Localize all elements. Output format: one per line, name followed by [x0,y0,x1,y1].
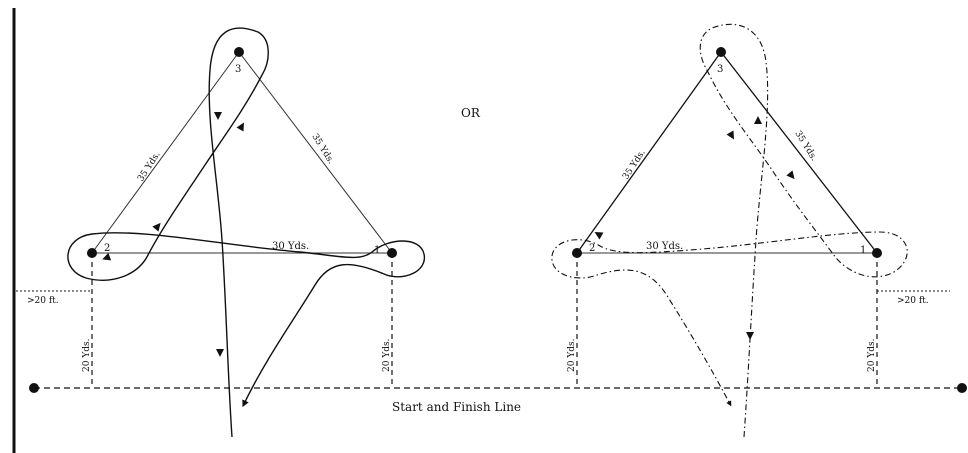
left-barrel-2 [87,248,97,258]
left-distance-2-3: 35 Yds. [136,150,163,184]
right-distance-1-3: 35 Yds. [792,129,818,163]
right-barrel-1 [872,248,882,258]
or-label: OR [461,106,481,120]
right-direction-arrow-1 [726,130,734,140]
right-pattern: 3 2 1 35 Yds. 35 Yds. 30 Yds. >20 ft. 20… [551,23,950,438]
left-barrel-2-label: 2 [104,243,110,254]
left-line-1-to-3 [238,51,393,254]
left-barrel-3-label: 3 [235,64,241,75]
left-distance-2-1: 30 Yds. [272,241,309,252]
left-barrel-3 [234,47,244,57]
right-distance-2-3: 35 Yds. [621,148,648,182]
right-rider-path [551,23,908,438]
left-distance-1-line: 20 Yds. [382,338,392,372]
start-marker-left [29,383,39,393]
left-pattern: 3 2 1 35 Yds. 35 Yds. 30 Yds. >20 ft. 20… [16,27,425,438]
right-distance-1-line: 20 Yds. [867,338,877,372]
start-finish-label: Start and Finish Line [392,400,521,414]
right-direction-arrow-3 [786,170,795,180]
left-direction-arrow-4 [102,252,112,261]
right-direction-arrow-2 [754,116,762,124]
right-direction-arrow-5 [746,332,754,340]
left-direction-arrow-2 [236,122,244,132]
right-barrel-2 [572,248,582,258]
right-barrel-1-label: 1 [860,245,866,256]
right-barrel-3-label: 3 [717,64,723,75]
left-line-2-to-3 [91,51,240,254]
right-barrel-2-label: 2 [589,243,595,254]
start-marker-right [957,383,967,393]
left-direction-arrow-1 [214,112,222,120]
right-distance-2-1: 30 Yds. [646,241,683,252]
right-distance-2-line: 20 Yds. [567,338,577,372]
left-direction-arrow-5 [216,349,224,357]
left-barrel-1 [387,248,397,258]
right-fence-gap-label: >20 ft. [897,296,929,306]
left-barrel-1-label: 1 [374,245,380,256]
left-direction-arrow-3 [152,222,161,232]
left-distance-2-line: 20 Yds. [82,338,92,372]
left-rider-path [67,27,425,438]
right-barrel-3 [716,47,726,57]
right-line-1-to-3 [720,51,878,254]
right-direction-arrow-4 [594,232,604,240]
left-fence-gap-label: >20 ft. [27,296,59,306]
right-line-2-to-3 [576,51,722,254]
